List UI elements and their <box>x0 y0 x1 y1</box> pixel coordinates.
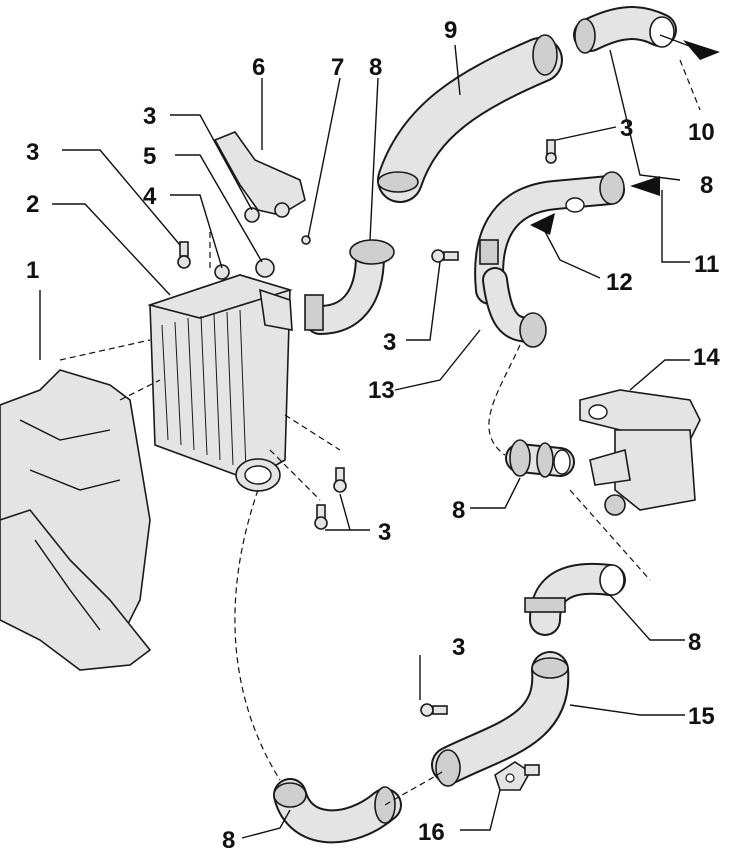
label-8-top: 8 <box>369 54 382 81</box>
label-3-top: 3 <box>143 103 156 130</box>
label-9: 9 <box>444 17 457 44</box>
label-13: 13 <box>368 377 395 404</box>
bolts <box>177 139 557 717</box>
hose-8-upper <box>304 239 395 335</box>
label-10: 10 <box>688 119 715 146</box>
label-12: 12 <box>606 269 633 296</box>
label-11: 11 <box>694 251 719 278</box>
label-3-lower-left: 3 <box>378 519 391 546</box>
label-5: 5 <box>143 143 156 170</box>
label-14: 14 <box>693 344 720 371</box>
label-8-bottom: 8 <box>222 827 235 854</box>
label-3-lower: 3 <box>452 634 465 661</box>
hose-9 <box>377 34 563 203</box>
label-3-left: 3 <box>26 139 39 166</box>
label-4: 4 <box>143 183 157 210</box>
throttle-housing-14 <box>579 389 701 516</box>
hose-connector-8-mid <box>505 439 575 478</box>
flow-arrows <box>530 34 720 235</box>
hose-8-bottom <box>273 778 402 844</box>
label-6: 6 <box>252 54 265 81</box>
assembly-lines <box>59 59 701 806</box>
label-1: 1 <box>26 257 39 284</box>
callout-labels: 1 2 3 3 5 4 6 7 8 9 10 3 8 11 12 3 13 14… <box>26 17 720 854</box>
label-2: 2 <box>26 191 39 218</box>
air-guide-duct <box>0 369 152 671</box>
label-16: 16 <box>418 819 445 846</box>
hose-13 <box>482 267 547 348</box>
leader-lines <box>39 44 690 839</box>
label-8-lower-right: 8 <box>688 629 701 656</box>
label-8-right-top: 8 <box>700 172 713 199</box>
sensor-16 <box>494 761 540 791</box>
label-7: 7 <box>331 54 344 81</box>
hose-15 <box>431 651 570 787</box>
mounting-bracket <box>213 131 306 280</box>
hose-elbow-8-lower-right <box>524 562 626 636</box>
label-3-mid: 3 <box>383 329 396 356</box>
label-8-mid: 8 <box>452 497 465 524</box>
intercooler <box>147 274 293 492</box>
label-15: 15 <box>688 703 715 730</box>
label-3-upper-right: 3 <box>620 115 633 142</box>
hose-elbow-top <box>573 6 677 54</box>
